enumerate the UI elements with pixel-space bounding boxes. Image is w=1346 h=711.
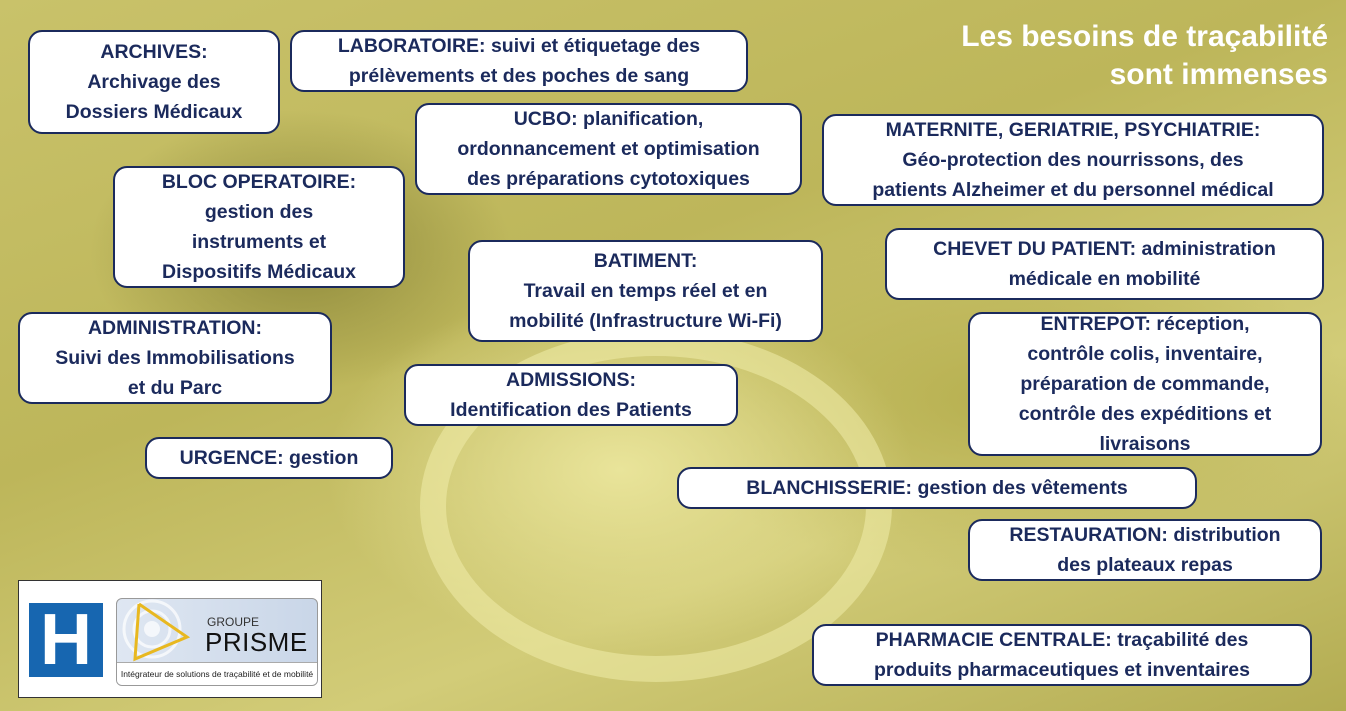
box-line: contrôle colis, inventaire, <box>1027 343 1263 365</box>
groupe-prisme-logo: GROUPE PRISME Intégrateur de solutions d… <box>116 598 318 686</box>
box-bloc-operatoire: BLOC OPERATOIRE: gestion des instruments e… <box>113 166 405 288</box>
box-line: ordonnancement et optimisation <box>457 138 760 160</box>
page-title: Les besoins de traçabilité sont immenses <box>961 18 1328 94</box>
box-line: UCBO: planification, <box>513 108 704 130</box>
box-blanchisserie: BLANCHISSERIE: gestion des vêtements <box>677 467 1197 509</box>
box-line: BLANCHISSERIE: gestion des vêtements <box>746 477 1128 499</box>
box-line: et du Parc <box>127 377 223 399</box>
prism-triangle-icon <box>122 599 191 662</box>
box-line: URGENCE: gestion <box>179 447 359 469</box>
box-line: ADMISSIONS: <box>505 369 636 391</box>
box-line: gestion des <box>204 201 314 223</box>
box-line: ADMINISTRATION: <box>87 317 263 339</box>
logo-panel: H GROUPE PRISME Intégrateur de solutions… <box>18 580 322 698</box>
box-line: instruments et <box>191 231 327 253</box>
box-line: des plateaux repas <box>1057 554 1233 576</box>
box-chevet: CHEVET DU PATIENT: administration médical… <box>885 228 1324 300</box>
box-line: MATERNITE, GERIATRIE, PSYCHIATRIE: <box>885 119 1261 141</box>
box-administration: ADMINISTRATION: Suivi des Immobilisations… <box>18 312 332 404</box>
logo-tagline: Intégrateur de solutions de traçabilité … <box>117 662 317 685</box>
box-line: ENTREPOT: réception, <box>1040 313 1250 335</box>
logo-prisme-text: PRISME <box>205 627 308 657</box>
box-line: ARCHIVES: <box>100 41 208 63</box>
box-line: Dispositifs Médicaux <box>162 261 356 283</box>
box-pharmacie: PHARMACIE CENTRALE: traçabilité des produ… <box>812 624 1312 686</box>
box-line: Dossiers Médicaux <box>65 101 243 123</box>
box-line: Suivi des Immobilisations <box>55 347 295 369</box>
hospital-h-icon: H <box>29 603 103 677</box>
box-line: produits pharmaceutiques et inventaires <box>873 659 1250 681</box>
box-line: Travail en temps réel et en <box>523 280 768 302</box>
box-line: Identification des Patients <box>450 399 692 421</box>
box-line: livraisons <box>1099 433 1191 455</box>
box-line: CHEVET DU PATIENT: administration <box>933 238 1276 260</box>
box-line: RESTAURATION: distribution <box>1009 524 1281 546</box>
box-line: des préparations cytotoxiques <box>467 168 750 190</box>
box-line: contrôle des expéditions et <box>1018 403 1272 425</box>
box-line: médicale en mobilité <box>1008 268 1201 290</box>
box-line: BATIMENT: <box>593 250 698 272</box>
title-line-1: Les besoins de traçabilité <box>961 20 1328 53</box>
box-line: Archivage des <box>87 71 221 93</box>
box-batiment: BATIMENT: Travail en temps réel et en mobi… <box>468 240 823 342</box>
box-line: LABORATOIRE: suivi et étiquetage des <box>337 35 701 57</box>
box-maternite: MATERNITE, GERIATRIE, PSYCHIATRIE: Géo-pr… <box>822 114 1324 206</box>
box-laboratoire: LABORATOIRE: suivi et étiquetage des prél… <box>290 30 748 92</box>
box-restauration: RESTAURATION: distribution des plateaux r… <box>968 519 1322 581</box>
box-line: PHARMACIE CENTRALE: traçabilité des <box>875 629 1249 651</box>
box-line: prélèvements et des poches de sang <box>348 65 690 87</box>
box-line: patients Alzheimer et du personnel médic… <box>872 179 1274 201</box>
box-entrepot: ENTREPOT: réception, contrôle colis, inve… <box>968 312 1322 456</box>
box-line: BLOC OPERATOIRE: <box>161 171 357 193</box>
box-admissions: ADMISSIONS: Identification des Patients <box>404 364 738 426</box>
box-urgence: URGENCE: gestion <box>145 437 393 479</box>
title-line-2: sont immenses <box>1109 58 1328 91</box>
box-line: Géo-protection des nourrissons, des <box>902 149 1244 171</box>
box-line: préparation de commande, <box>1020 373 1270 395</box>
box-line: mobilité (Infrastructure Wi-Fi) <box>509 310 782 332</box>
logo-groupe-text: GROUPE <box>207 615 260 629</box>
box-ucbo: UCBO: planification, ordonnancement et op… <box>415 103 802 195</box>
